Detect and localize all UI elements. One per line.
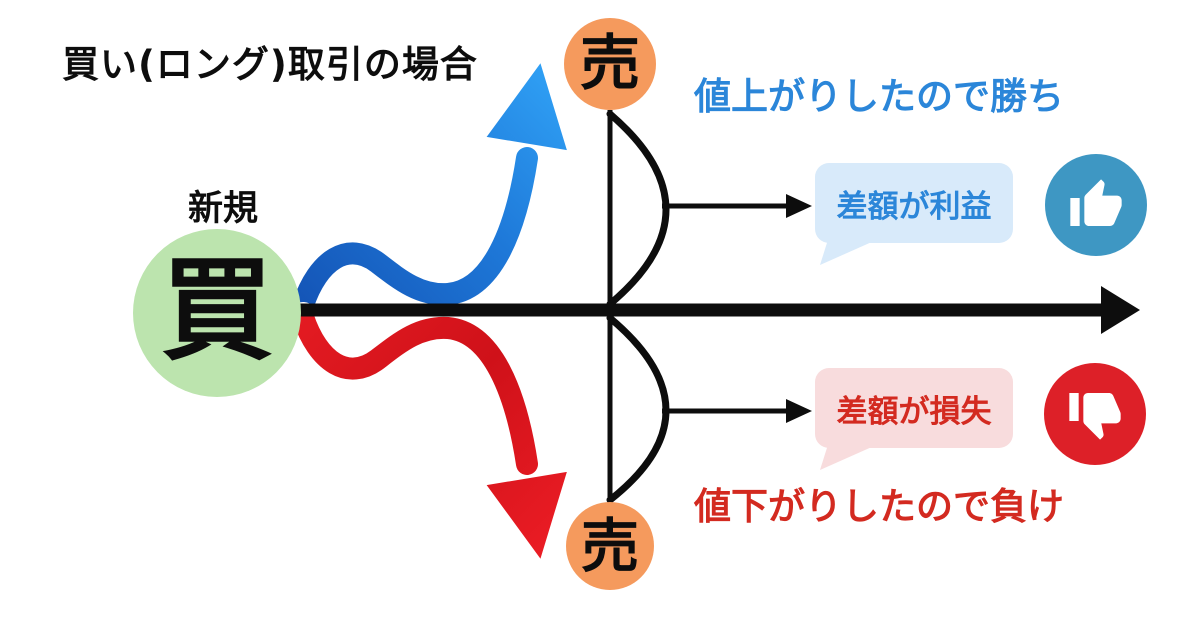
buy-node-label: 買 — [161, 246, 273, 376]
sell-node-bottom-label: 売 — [580, 512, 639, 580]
profit-bubble: 差額が利益 — [815, 163, 1013, 265]
entry-label: 新規 — [187, 189, 258, 229]
thumbs-down-icon — [1069, 393, 1121, 440]
profit-bubble-label: 差額が利益 — [836, 188, 992, 225]
thumbs-up-icon — [1070, 179, 1122, 226]
price-axis-arrow — [300, 286, 1140, 334]
buy-node: 買 — [133, 229, 301, 397]
sell-node-top-label: 売 — [580, 29, 640, 99]
up-trend-arrow — [288, 56, 572, 320]
down-trend-arrow — [288, 302, 572, 566]
profit-bubble-tail — [820, 241, 874, 265]
upper-range-bracket — [606, 110, 670, 308]
sell-node-top: 売 — [564, 18, 656, 110]
loss-bubble: 差額が損失 — [815, 368, 1013, 470]
loss-bubble-label: 差額が損失 — [836, 393, 992, 430]
sell-node-bottom: 売 — [566, 502, 654, 590]
lose-headline: 値下がりしたので負け — [694, 485, 1064, 528]
loss-pointer-arrow — [662, 399, 812, 423]
thumbs-down-badge — [1044, 363, 1146, 465]
lower-range-bracket — [606, 314, 670, 504]
thumbs-up-badge — [1045, 154, 1147, 256]
win-headline: 値上がりしたので勝ち — [694, 75, 1064, 118]
page-title: 買い(ロング)取引の場合 — [62, 43, 478, 86]
profit-pointer-arrow — [662, 194, 812, 218]
loss-bubble-tail — [820, 446, 874, 470]
